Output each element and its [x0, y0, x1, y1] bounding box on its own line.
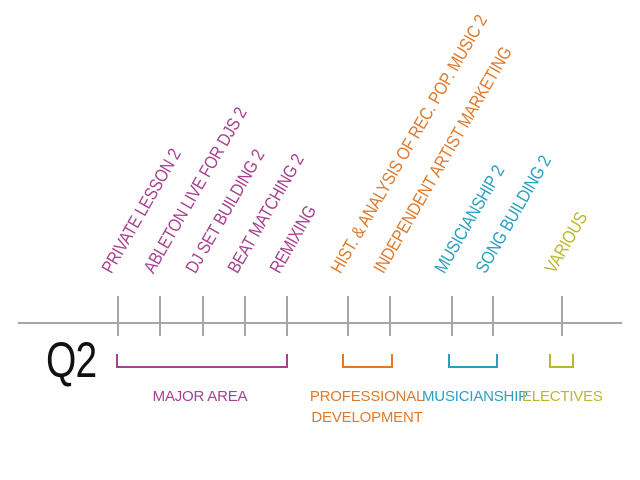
quarter-label: Q2	[46, 332, 97, 388]
electives-bracket	[549, 354, 574, 368]
tick-musicianship	[451, 296, 453, 336]
musicianship-label: MUSICIANSHIP	[422, 388, 528, 405]
tick-beat-matching	[244, 296, 246, 336]
major-area-label: MAJOR AREA	[152, 388, 248, 405]
professional-development-bracket	[342, 354, 393, 368]
tick-hist-analysis	[347, 296, 349, 336]
timeline-axis	[18, 322, 622, 324]
tick-various	[561, 296, 563, 336]
professional-label-line: PROFESSIONAL	[309, 388, 425, 405]
major-area-bracket	[116, 354, 288, 368]
course-label: VARIOUS	[540, 208, 592, 277]
musicianship-bracket	[448, 354, 498, 368]
tick-dj-set-building	[202, 296, 204, 336]
tick-private-lesson	[117, 296, 119, 336]
development-label-line: DEVELOPMENT	[311, 409, 423, 426]
electives-label: ELECTIVES	[522, 388, 603, 405]
tick-remixing	[286, 296, 288, 336]
tick-independent-artist	[389, 296, 391, 336]
tick-song-building	[492, 296, 494, 336]
tick-ableton-live	[159, 296, 161, 336]
professional-development-label: PROFESSIONAL DEVELOPMENT	[307, 386, 427, 428]
